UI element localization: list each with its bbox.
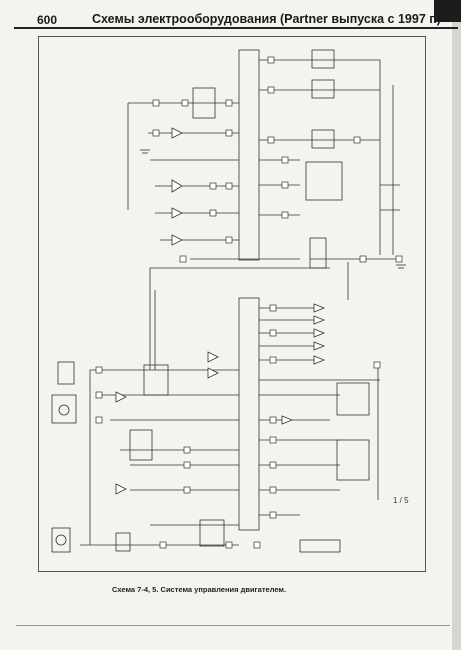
sheet-reference: 1 / 5 xyxy=(393,496,409,505)
footer-rule xyxy=(16,625,450,626)
ecu-connector-lower xyxy=(238,297,260,531)
page-number: 600 xyxy=(37,13,58,27)
header-rule xyxy=(14,27,458,29)
page-title: Схемы электрооборудования (Partner выпус… xyxy=(92,12,441,26)
binder-edge xyxy=(452,22,461,650)
ecu-connector-upper xyxy=(238,49,260,261)
binder-tab xyxy=(434,0,461,22)
figure-caption: Схема 7-4, 5. Система управления двигате… xyxy=(112,585,287,594)
figure-frame xyxy=(38,36,426,572)
